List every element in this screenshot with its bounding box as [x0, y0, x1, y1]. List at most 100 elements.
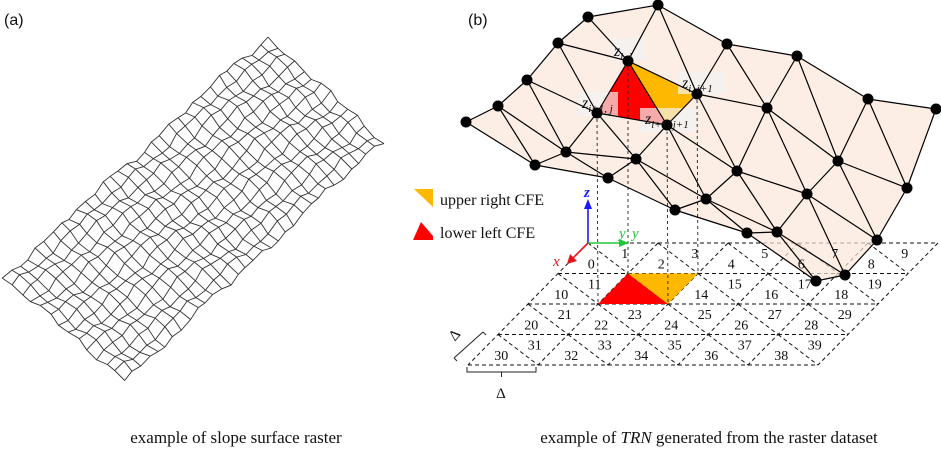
trn-edge: [526, 79, 598, 114]
trn-edge: [776, 231, 846, 276]
caption-b-pre: example of: [540, 428, 620, 447]
node-label: zi, j: [613, 43, 632, 63]
cell-label: 16: [764, 288, 778, 303]
trn-edge: [844, 239, 878, 276]
cell-label: 35: [668, 339, 682, 354]
trn-edge: [766, 55, 798, 109]
node-label-subscript: i+1, j: [588, 103, 613, 115]
cell-label: 19: [868, 278, 882, 293]
trn-node: [552, 37, 564, 49]
trn-edge: [867, 98, 937, 110]
trn-edge: [736, 107, 768, 172]
wireframe-line: [61, 222, 182, 331]
delta-label-slanted: Δ: [446, 326, 465, 344]
cell-label: 27: [768, 308, 782, 323]
wireframe-line: [242, 57, 359, 164]
wireframe-line: [233, 63, 353, 170]
trn-edge: [806, 193, 878, 241]
trn-node: [761, 102, 773, 114]
trn-node: [661, 119, 673, 131]
wireframe-line: [76, 209, 199, 308]
cell-label: 5: [761, 247, 768, 262]
cell-label: 9: [901, 247, 908, 262]
trn-node: [771, 226, 783, 238]
node-label-subscript: i, j: [620, 51, 632, 63]
trn-edge: [497, 105, 536, 166]
node-label-subscript: i, j+1: [688, 83, 713, 95]
trn-edge: [837, 98, 869, 162]
trn-node: [652, 0, 664, 11]
trn-edge: [607, 158, 637, 179]
trn-node: [801, 188, 813, 200]
trn-edge: [705, 198, 778, 233]
cell-label: 6: [798, 257, 805, 272]
ground-upper-right-cfe: [628, 273, 698, 304]
cell-label: 0: [588, 257, 595, 272]
ground-lower-left-cfe: [598, 273, 668, 304]
grid-diagonal-line: [497, 334, 539, 366]
cell-label: 18: [834, 288, 848, 303]
wireframe-line: [53, 231, 173, 337]
wireframe-line: [117, 170, 239, 275]
trn-surface: zi, jzi, j+1zi+1, jzi+1, j+1: [460, 0, 941, 305]
cell-label: 2: [658, 257, 665, 272]
grid-diagonal-line: [737, 303, 779, 335]
trn-edge: [776, 231, 817, 282]
panel-b-label: (b): [468, 12, 488, 29]
trn-node: [560, 146, 572, 158]
wireframe-line: [78, 101, 339, 339]
trn-edge: [557, 16, 589, 44]
node-label-base: z: [613, 43, 621, 60]
trn-node: [529, 159, 541, 171]
node-label: zi, j+1: [681, 75, 713, 95]
grid-diagonal-line: [867, 242, 909, 274]
trn-node: [791, 50, 803, 62]
cell-label: 7: [831, 247, 838, 262]
wireframe-line: [20, 265, 141, 367]
trn-edge: [666, 124, 738, 172]
cell-label: 39: [808, 339, 822, 354]
cell-label: 34: [634, 349, 648, 364]
cell-label: 28: [804, 318, 818, 333]
trn-edge: [657, 4, 728, 45]
trn-node: [521, 74, 533, 86]
trn-edge: [627, 60, 698, 95]
trn-node: [582, 11, 594, 23]
trn-edge: [534, 151, 567, 166]
grid-diagonal-line: [707, 334, 749, 366]
trn-node: [839, 269, 851, 281]
cell-label: 14: [694, 288, 708, 303]
grid-diagonal-line: [557, 273, 599, 305]
trn-edge: [465, 105, 499, 123]
wireframe-line: [34, 247, 159, 352]
trn-edge: [776, 193, 808, 233]
wireframe-line: [168, 123, 286, 233]
wireframe-line: [200, 96, 319, 199]
trn-node: [832, 155, 844, 167]
trn-edge: [534, 164, 609, 179]
cell-label: 8: [868, 257, 875, 272]
trn-surface-fill: [466, 5, 936, 281]
cell-label: 10: [554, 288, 568, 303]
grid-diagonal-line: [727, 242, 769, 274]
caption-a: example of slope surface raster: [130, 428, 342, 447]
trn-node: [862, 93, 874, 105]
y-axis-label-alt: y: [630, 226, 639, 242]
trn-edge: [596, 60, 629, 114]
node-label: zi+1, j: [581, 95, 613, 115]
bracket-tick: [453, 357, 458, 362]
node-label-base: z: [581, 95, 589, 112]
trn-node: [700, 193, 712, 205]
cell-label: 11: [588, 278, 601, 293]
wireframe-line: [27, 259, 151, 357]
cell-label: 24: [664, 318, 678, 333]
trn-edge: [766, 107, 808, 195]
grid-diagonal-line: [807, 303, 849, 335]
wireframe-line: [226, 70, 344, 180]
trn-edge: [557, 42, 598, 114]
cell-label: 38: [774, 349, 788, 364]
trn-node: [930, 103, 941, 115]
trn-edge: [635, 158, 707, 200]
node-label-base: z: [681, 75, 689, 92]
trn-edge: [607, 177, 676, 211]
